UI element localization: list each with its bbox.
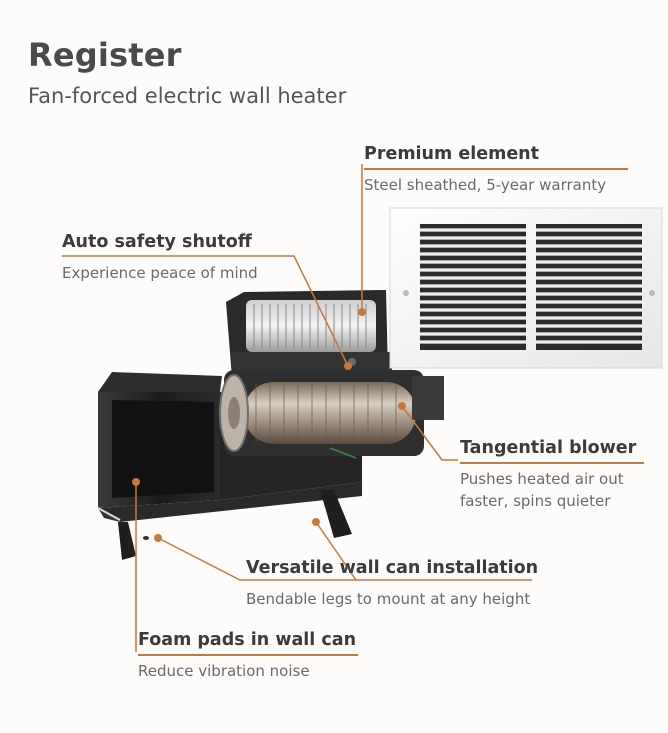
callout-tangential-blower: Tangential blower Pushes heated air out … — [460, 438, 644, 512]
leader-lines — [62, 164, 532, 652]
callout-title: Auto safety shutoff — [62, 232, 252, 252]
callout-rule — [62, 256, 294, 258]
callout-desc-line-2: faster, spins quieter — [460, 491, 611, 510]
callout-desc: Bendable legs to mount at any height — [246, 589, 531, 608]
callout-rule — [460, 462, 644, 464]
callout-versatile-wall-can: Versatile wall can installation Bendable… — [246, 558, 539, 610]
callout-rule — [364, 168, 628, 170]
tangential-blower — [219, 370, 444, 459]
callout-title: Versatile wall can installation — [246, 558, 539, 578]
callout-desc: Experience peace of mind — [62, 263, 258, 282]
callout-desc-line-1: Pushes heated air out — [460, 469, 624, 488]
callout-title: Foam pads in wall can — [138, 630, 357, 650]
callout-premium-element: Premium element Steel sheathed, 5-year w… — [364, 144, 628, 196]
front-grille — [389, 207, 663, 369]
callout-rule — [138, 654, 358, 656]
callout-title: Tangential blower — [460, 438, 637, 458]
page-title: Register — [28, 36, 182, 74]
callout-foam-pads: Foam pads in wall can Reduce vibration n… — [138, 630, 358, 682]
callout-title: Premium element — [364, 144, 540, 164]
heating-element — [226, 290, 392, 378]
callout-desc: Reduce vibration noise — [138, 661, 310, 680]
leader-dots — [132, 308, 406, 542]
page-subtitle: Fan-forced electric wall heater — [28, 84, 347, 108]
callout-desc: Steel sheathed, 5-year warranty — [364, 175, 607, 194]
callout-rule — [246, 582, 532, 584]
callout-auto-safety-shutoff: Auto safety shutoff Experience peace of … — [62, 232, 294, 284]
